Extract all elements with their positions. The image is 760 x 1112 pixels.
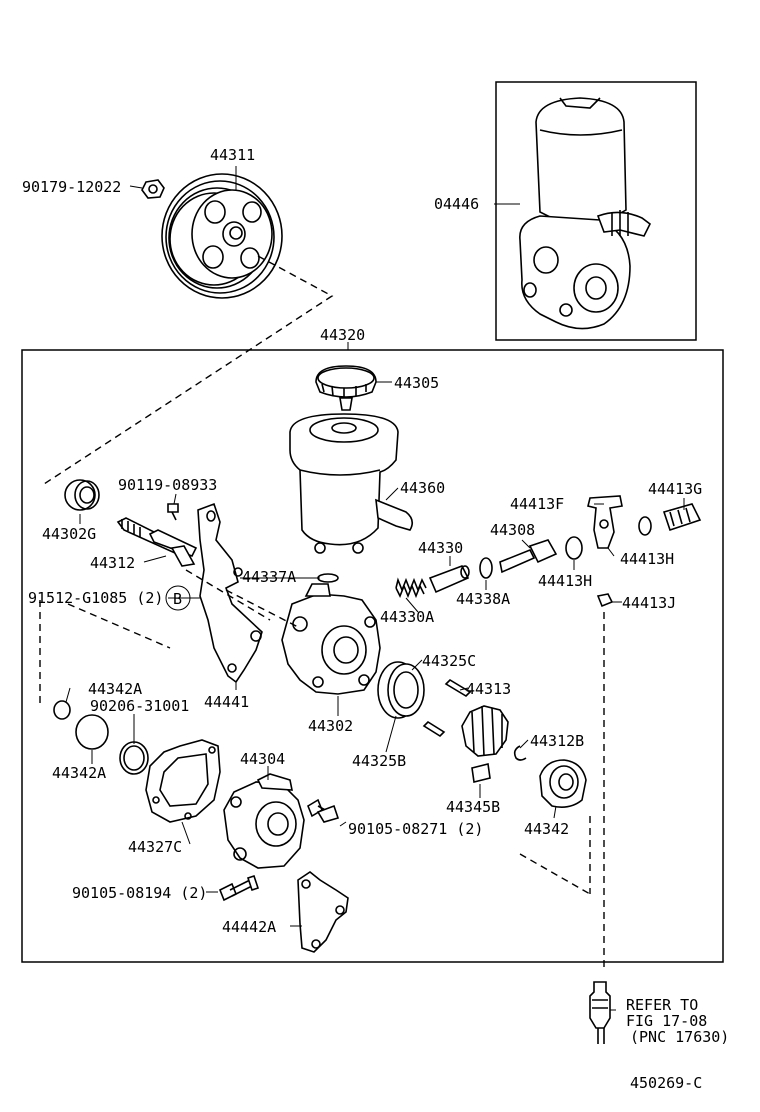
label-44302G: 44302G	[42, 525, 96, 543]
label-90119-08933: 90119-08933	[118, 476, 217, 494]
pump-assembly-04446	[519, 97, 652, 330]
pin-44325C	[444, 678, 472, 698]
assembly-44320-frame	[21, 349, 724, 963]
snap-ring-44312B	[513, 745, 527, 761]
refer-to-line-1: REFER TO	[626, 996, 698, 1014]
label-44325C: 44325C	[422, 652, 476, 670]
valve-44330	[428, 564, 470, 594]
label-44304: 44304	[240, 750, 285, 768]
label-90206-31001: 90206-31001	[90, 697, 189, 715]
callout-b-circle	[165, 585, 191, 611]
bracket-44442A	[297, 871, 349, 953]
refer-to-line-3: (PNC 17630)	[630, 1028, 729, 1046]
gasket-44413H-right	[638, 516, 652, 536]
rear-cover-44342	[539, 759, 587, 808]
leader-lines	[65, 166, 685, 1011]
vane-44345B	[471, 763, 491, 783]
o-ring-44342A-small	[53, 700, 71, 720]
front-housing-44304	[223, 773, 305, 869]
label-44413H-left: 44413H	[538, 572, 592, 590]
gasket-44327C	[145, 739, 221, 823]
bolt-90105-08194	[218, 874, 260, 902]
label-44413H-right: 44413H	[620, 550, 674, 568]
shaft-44312	[116, 517, 198, 567]
label-44308: 44308	[490, 521, 535, 539]
label-44302: 44302	[308, 717, 353, 735]
label-44312: 44312	[90, 554, 135, 572]
label-44442A: 44442A	[222, 918, 276, 936]
label-44441: 44441	[204, 693, 249, 711]
label-90179-12022: 90179-12022	[22, 178, 121, 196]
o-ring-44342A-large	[75, 714, 109, 750]
bolt-90119-08933	[167, 503, 179, 521]
label-44342: 44342	[524, 820, 569, 838]
label-90105-08194: 90105-08194 (2)	[72, 884, 207, 902]
bolt-90105-08271	[307, 798, 340, 823]
label-44360: 44360	[400, 479, 445, 497]
label-44413G: 44413G	[648, 480, 702, 498]
rotor-44313	[461, 705, 509, 757]
label-04446: 04446	[434, 195, 479, 213]
pump-housing-44302	[281, 583, 381, 695]
refer-to-line-2: FIG 17-08	[626, 1012, 707, 1030]
label-44342A-bottom: 44342A	[52, 764, 106, 782]
cap-44305	[315, 365, 377, 411]
assembly-04446-frame	[495, 81, 697, 341]
label-91512-G1085: 91512-G1085 (2)	[28, 589, 163, 607]
gasket-44413H-left	[565, 536, 583, 560]
nut-90179-12022	[141, 179, 165, 199]
label-44312B: 44312B	[530, 732, 584, 750]
reservoir-44360	[289, 413, 414, 554]
pin-shaft-segment	[422, 720, 446, 738]
label-44320: 44320	[320, 326, 365, 344]
label-44327C: 44327C	[128, 838, 182, 856]
label-44311: 44311	[210, 146, 255, 164]
label-44413F: 44413F	[510, 495, 564, 513]
bracket-44441	[197, 502, 263, 684]
bolt-44413G	[662, 503, 702, 532]
spring-44330A	[395, 577, 427, 599]
union-44413F	[587, 495, 623, 549]
figure-number: 450269-C	[630, 1074, 702, 1092]
label-90105-08271: 90105-08271 (2)	[348, 820, 483, 838]
callout-b-label: B	[173, 590, 182, 608]
gasket-90206-31001	[119, 741, 149, 775]
label-44313: 44313	[466, 680, 511, 698]
cam-ring-44325B	[377, 661, 425, 719]
oil-seal-44302G	[64, 479, 100, 511]
label-44342A-top: 44342A	[88, 680, 142, 698]
label-44413J: 44413J	[622, 594, 676, 612]
fitting-44308	[499, 539, 558, 574]
pulley-44311	[161, 173, 283, 299]
label-44305: 44305	[394, 374, 439, 392]
label-44338A: 44338A	[456, 590, 510, 608]
nut-44413J	[596, 593, 614, 608]
label-44345B: 44345B	[446, 798, 500, 816]
label-44337A: 44337A	[242, 568, 296, 586]
pressure-switch-sensor	[589, 981, 611, 1044]
dashed-guide-lines	[39, 255, 605, 972]
label-44330A: 44330A	[380, 608, 434, 626]
o-ring-44338A	[479, 557, 493, 579]
label-44325B: 44325B	[352, 752, 406, 770]
label-44330: 44330	[418, 539, 463, 557]
o-ring-44337A	[317, 573, 339, 583]
